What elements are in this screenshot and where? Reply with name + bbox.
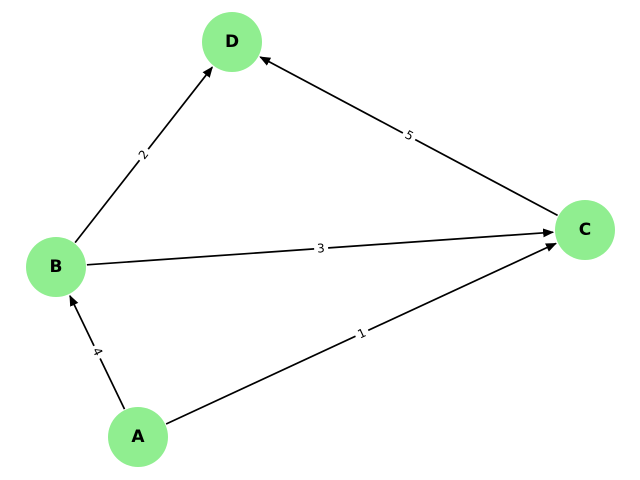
node-label-A: A [131, 427, 145, 447]
edge-weight-label-B-C: 3 [313, 241, 328, 256]
node-label-D: D [224, 32, 240, 52]
node-C: C [555, 200, 615, 260]
node-B: B [26, 237, 86, 297]
node-D: D [202, 12, 262, 72]
node-A: A [108, 407, 168, 467]
node-label-B: B [49, 257, 63, 277]
node-label-C: C [578, 220, 592, 240]
